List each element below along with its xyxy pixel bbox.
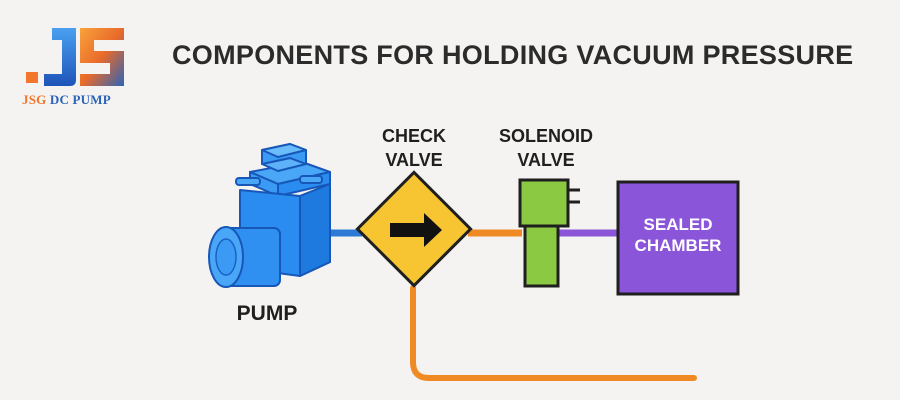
check-valve-label: CHECK VALVE bbox=[381, 126, 446, 170]
page-title: COMPONENTS FOR HOLDING VACUUM PRESSURE bbox=[172, 40, 854, 70]
solenoid-valve-icon bbox=[518, 178, 580, 288]
solenoid-valve-label: SOLENOID VALVE bbox=[498, 126, 593, 170]
sealed-chamber-label: SEALED CHAMBER bbox=[634, 215, 722, 255]
check-valve-icon bbox=[355, 170, 473, 288]
flow-arrow-icon bbox=[390, 213, 442, 247]
jsg-logo bbox=[26, 28, 124, 86]
sealed-chamber-box bbox=[616, 180, 740, 296]
bypass-line bbox=[410, 285, 697, 381]
pump-icon bbox=[208, 143, 331, 288]
pump-label: PUMP bbox=[236, 302, 298, 325]
brand-name: JSG DC PUMP bbox=[22, 92, 111, 107]
